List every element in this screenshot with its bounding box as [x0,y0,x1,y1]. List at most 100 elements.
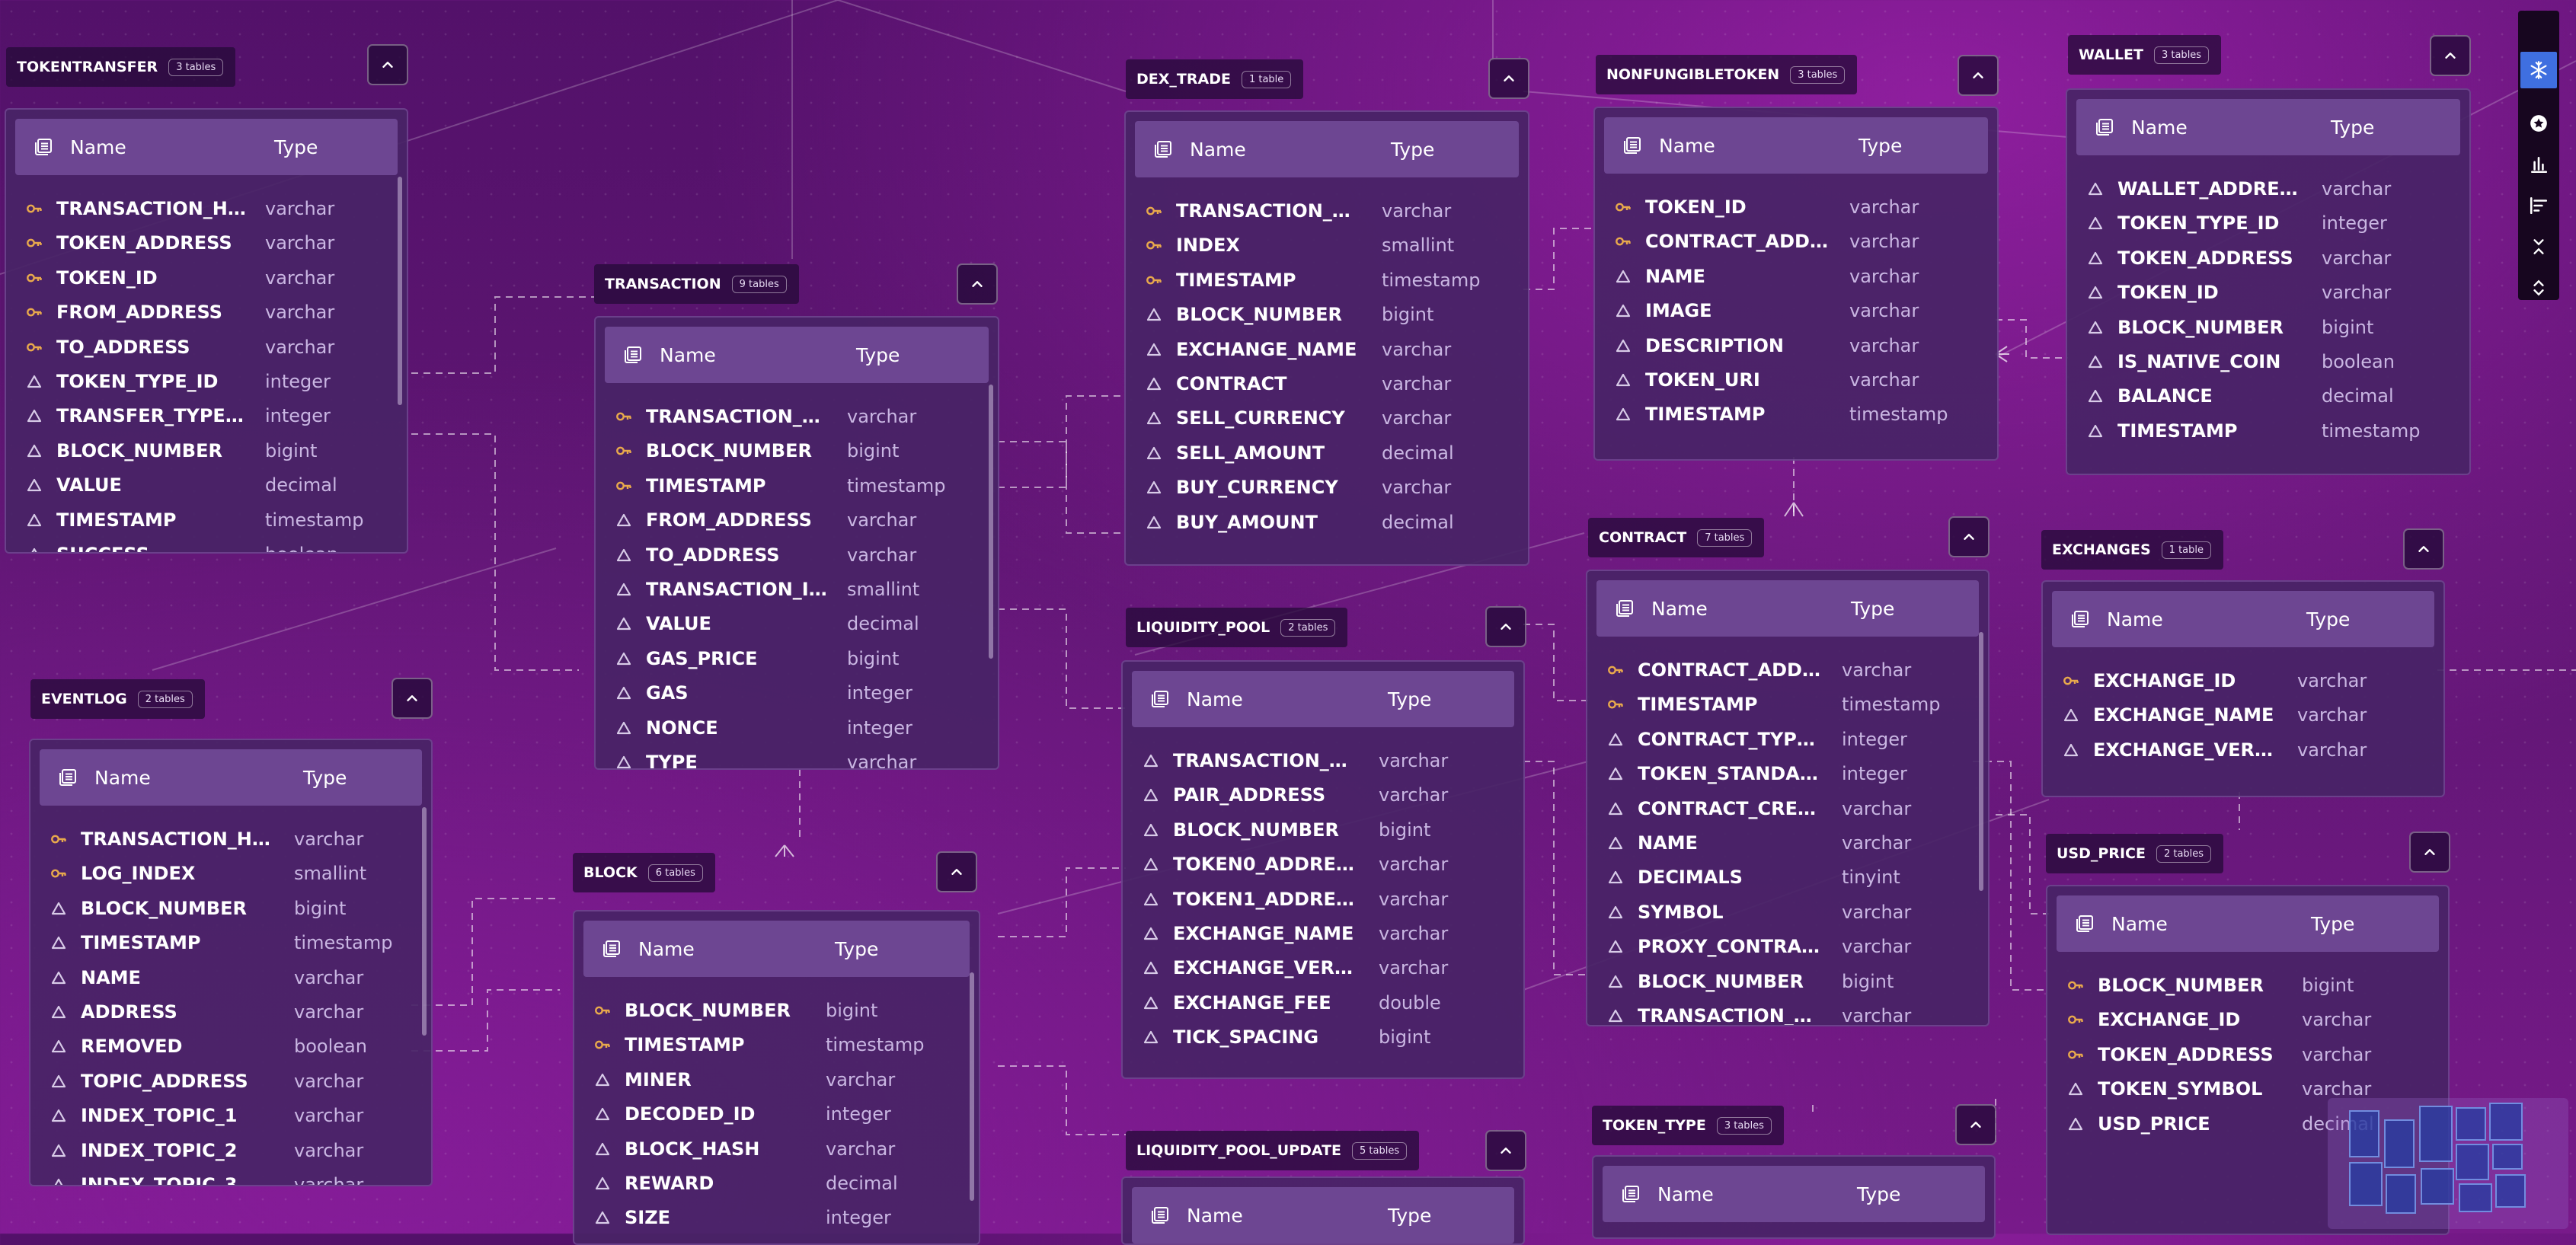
collapse-button[interactable] [1948,516,1990,557]
column-row[interactable]: TIMESTAMP timestamp [1146,265,1514,295]
column-row[interactable]: BLOCK_NUMBER bigint [2067,970,2434,1001]
column-row[interactable]: MINER varchar [594,1065,965,1095]
column-row[interactable]: TIMESTAMP timestamp [2087,416,2456,446]
expand-arrows-icon[interactable] [2520,270,2557,306]
table-title-tag[interactable]: TOKENTRANSFER 3 tables [6,47,236,87]
column-row[interactable]: TYPE varchar [615,747,984,768]
column-row[interactable]: BLOCK_HASH varchar [594,1134,965,1164]
collapse-button[interactable] [2409,832,2450,873]
column-row[interactable]: TO_ADDRESS varchar [615,540,984,570]
table-panel-tokentransfer[interactable]: Name Type TRANSACTION_HASH varchar TOKEN… [5,108,408,554]
table-panel-token-type[interactable]: Name Type [1592,1155,1996,1239]
table-panel-liquidity-pool-update[interactable]: Name Type [1121,1176,1525,1245]
column-row[interactable]: TRANSACTION_HASH varchar [26,193,393,224]
scrollbar[interactable] [970,972,974,1201]
column-row[interactable]: IMAGE varchar [1615,295,1983,326]
column-row[interactable]: TOKEN_ADDRESS varchar [26,228,393,258]
column-row[interactable]: TOKEN_ADDRESS varchar [2087,243,2456,273]
column-row[interactable]: TICK_SPACING bigint [1143,1022,1510,1052]
table-panel-wallet[interactable]: Name Type WALLET_ADDRESS varchar TOKEN_T… [2066,88,2471,475]
collapse-button[interactable] [957,263,998,305]
column-row[interactable]: TRANSACTION_HASH varchar [1146,196,1514,226]
column-row[interactable]: TRANSACTION_INDEX smallint [615,574,984,605]
table-title-tag[interactable]: WALLET 3 tables [2068,35,2222,75]
table-title-tag[interactable]: TOKEN_TYPE 3 tables [1592,1106,1784,1145]
column-row[interactable]: GAS_PRICE bigint [615,643,984,674]
sort-bars-icon[interactable] [2520,187,2557,224]
column-row[interactable]: PAIR_ADDRESS varchar [1143,780,1510,810]
table-panel-eventlog[interactable]: Name Type TRANSACTION_HASH varchar LOG_I… [29,739,433,1186]
column-row[interactable]: BLOCK_NUMBER bigint [1146,299,1514,330]
column-row[interactable]: WALLET_ADDRESS varchar [2087,174,2456,204]
column-row[interactable]: NAME varchar [1615,261,1983,292]
column-row[interactable]: INDEX_TOPIC_2 varchar [50,1135,417,1166]
column-row[interactable]: TOKEN1_ADDRESS varchar [1143,884,1510,915]
column-row[interactable]: TO_ADDRESS varchar [26,332,393,362]
scrollbar[interactable] [1979,632,1983,891]
column-row[interactable]: TRANSFER_TYPE_ID integer [26,401,393,431]
collapse-button[interactable] [1955,1104,1996,1145]
column-row[interactable]: TIMESTAMP timestamp [615,471,984,501]
scrollbar[interactable] [422,807,427,1036]
column-row[interactable]: BLOCK_NUMBER bigint [615,436,984,466]
collapse-arrows-icon[interactable] [2520,228,2557,265]
column-row[interactable]: EXCHANGE_NAME varchar [2063,700,2430,730]
column-row[interactable]: EXCHANGE_VERSION varchar [2063,735,2430,765]
scrollbar[interactable] [989,385,993,659]
column-row[interactable]: CONTRACT_ADDRESS varchar [1615,226,1983,257]
table-panel-exchanges[interactable]: Name Type EXCHANGE_ID varchar EXCHANGE_N… [2041,580,2445,797]
column-row[interactable]: EXCHANGE_FEE double [1143,988,1510,1018]
table-title-tag[interactable]: BLOCK 6 tables [573,853,715,892]
column-row[interactable]: BLOCK_NUMBER bigint [1143,815,1510,845]
column-row[interactable]: DECIMALS tinyint [1607,862,1974,892]
column-row[interactable]: CONTRACT varchar [1146,369,1514,399]
column-row[interactable]: SIZE integer [594,1202,965,1233]
column-row[interactable]: BLOCK_NUMBER bigint [26,436,393,466]
column-row[interactable]: VALUE decimal [26,470,393,500]
column-row[interactable]: NAME varchar [1607,828,1974,858]
column-row[interactable]: NAME varchar [50,962,417,993]
column-row[interactable]: IS_NATIVE_COIN boolean [2087,346,2456,377]
column-row[interactable]: NONCE integer [615,713,984,743]
column-row[interactable]: TOKEN_STANDARD_ID integer [1607,758,1974,789]
column-row[interactable]: FROM_ADDRESS varchar [26,297,393,327]
column-row[interactable]: CONTRACT_ADDRESS varchar [1607,655,1974,685]
column-row[interactable]: VALUE decimal [615,608,984,639]
column-row[interactable]: BLOCK_NUMBER bigint [594,995,965,1026]
collapse-button[interactable] [392,678,433,719]
table-title-tag[interactable]: CONTRACT 7 tables [1588,518,1765,557]
column-row[interactable]: TOKEN_TYPE_ID integer [2087,208,2456,238]
collapse-button[interactable] [2430,35,2471,76]
column-row[interactable]: TOPIC_ADDRESS varchar [50,1066,417,1097]
column-row[interactable]: TRANSACTION_HASH varchar [1607,1001,1974,1025]
column-row[interactable]: SYMBOL varchar [1607,897,1974,927]
table-title-tag[interactable]: NONFUNGIBLETOKEN 3 tables [1596,55,1858,94]
column-row[interactable]: FROM_ADDRESS varchar [615,505,984,535]
table-panel-contract[interactable]: Name Type CONTRACT_ADDRESS varchar TIMES… [1586,570,1990,1026]
table-panel-nonfungibletoken[interactable]: Name Type TOKEN_ID varchar CONTRACT_ADDR… [1593,107,1999,461]
column-row[interactable]: TIMESTAMP timestamp [1607,689,1974,720]
collapse-button[interactable] [1488,58,1529,99]
scrollbar[interactable] [398,177,402,405]
column-row[interactable]: BLOCK_NUMBER bigint [50,893,417,924]
column-row[interactable]: SUCCESS boolean [26,539,393,552]
column-row[interactable]: TOKEN_ID varchar [1615,192,1983,222]
table-title-tag[interactable]: DEX_TRADE 1 table [1126,59,1304,99]
table-panel-transaction[interactable]: Name Type TRANSACTION_HASH varchar BLOCK… [594,316,999,770]
column-row[interactable]: BUY_CURRENCY varchar [1146,472,1514,503]
column-row[interactable]: TIMESTAMP timestamp [26,505,393,535]
column-row[interactable]: EXCHANGE_VERSION varchar [1143,953,1510,983]
column-row[interactable]: LOG_INDEX smallint [50,858,417,889]
table-title-tag[interactable]: LIQUIDITY_POOL_UPDATE 5 tables [1126,1131,1420,1170]
column-row[interactable]: TOKEN_TYPE_ID integer [26,366,393,397]
column-row[interactable]: BUY_AMOUNT decimal [1146,507,1514,538]
table-panel-liquidity-pool[interactable]: Name Type TRANSACTION_HASH varchar PAIR_… [1121,660,1525,1079]
column-row[interactable]: BLOCK_NUMBER bigint [2087,312,2456,343]
collapse-button[interactable] [367,44,408,85]
column-row[interactable]: SELL_AMOUNT decimal [1146,438,1514,468]
column-row[interactable]: CONTRACT_TYPE_ID integer [1607,724,1974,755]
column-row[interactable]: EXCHANGE_NAME varchar [1143,918,1510,949]
column-row[interactable]: INDEX_TOPIC_1 varchar [50,1100,417,1131]
column-row[interactable]: EXCHANGE_ID varchar [2063,666,2430,696]
collapse-button[interactable] [2403,528,2444,570]
